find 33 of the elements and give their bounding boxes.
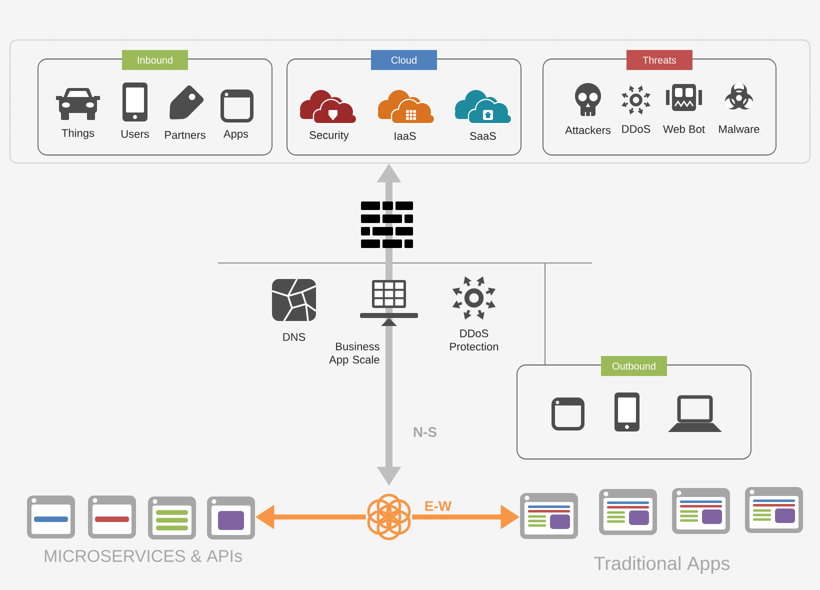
group-caption: MICROSERVICES & APIs <box>44 550 242 562</box>
group-caption: Traditional Apps <box>594 556 730 574</box>
icon-caption: DDoS Protection <box>450 330 498 350</box>
edge-label: N-S <box>414 427 437 437</box>
dotted-frame <box>10 40 810 164</box>
edge-label: E-W <box>425 501 452 511</box>
header-tab: Outbound <box>601 356 667 376</box>
icon-caption: Things <box>62 128 94 140</box>
icon-caption: DDoS <box>622 125 650 133</box>
icon-caption: DNS <box>283 333 306 341</box>
app-window-icon <box>599 489 657 535</box>
header-tab: Threats <box>626 50 692 70</box>
header-tab: Cloud <box>371 50 437 70</box>
icon-caption: Security <box>310 130 349 142</box>
app-window-icon <box>672 488 730 534</box>
icon-caption: Attackers <box>565 126 611 134</box>
app-window-icon <box>148 496 196 540</box>
icon-caption: Malware <box>719 124 760 134</box>
app-window-icon <box>88 496 136 538</box>
app-window-icon <box>745 487 803 533</box>
connector-line <box>544 263 546 365</box>
app-window-icon <box>207 496 255 540</box>
icon-caption: Users <box>121 130 149 138</box>
app-window-icon <box>520 493 578 539</box>
icon-caption: Web Bot <box>663 124 705 134</box>
icon-caption: Apps <box>223 130 248 140</box>
flower-symbol <box>367 494 411 540</box>
icon-caption: Partners <box>165 131 206 139</box>
icon-caption: IaaS <box>394 132 416 140</box>
header-tab: Inbound <box>122 50 188 70</box>
icon-caption: Business App Scale <box>329 342 380 366</box>
icon-caption: SaaS <box>470 132 496 140</box>
app-window-icon <box>27 496 75 538</box>
